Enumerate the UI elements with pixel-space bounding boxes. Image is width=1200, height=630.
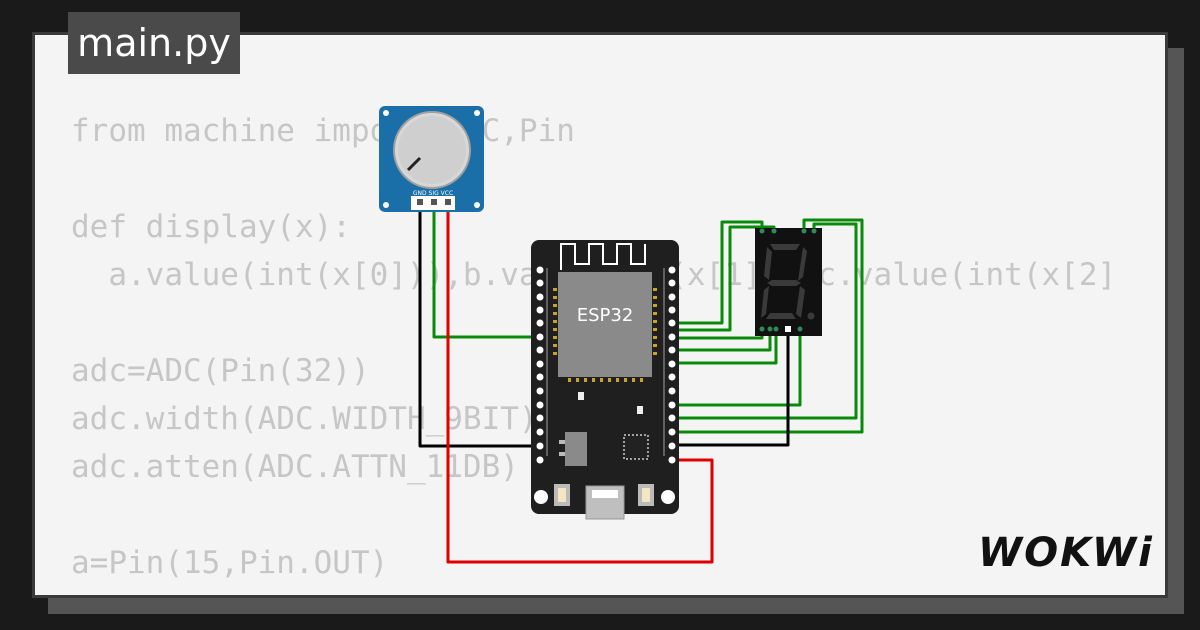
code-line: adc.width(ADC.WIDTH_9BIT) bbox=[71, 401, 538, 437]
potentiometer-pin-labels: GND SIG VCC bbox=[413, 190, 453, 197]
wire-seg-dp[interactable] bbox=[672, 330, 802, 407]
code-line: a=Pin(15,Pin.OUT) bbox=[71, 545, 389, 581]
seven-segment-digit bbox=[761, 244, 815, 320]
esp32-left-pins bbox=[536, 266, 544, 464]
boot-button[interactable] bbox=[638, 484, 654, 506]
usb-serial-chip bbox=[623, 434, 649, 460]
antenna-trace bbox=[560, 243, 646, 270]
wire-seg-d[interactable] bbox=[672, 330, 772, 352]
wire-seg-com[interactable] bbox=[672, 330, 790, 447]
wokwi-logo: WOKWi bbox=[978, 530, 1154, 576]
en-button[interactable] bbox=[554, 484, 570, 506]
wire-seg-e[interactable] bbox=[672, 330, 778, 365]
code-line: adc.atten(ADC.ATTN_11DB) bbox=[71, 449, 519, 485]
potentiometer-knob-indicator bbox=[406, 156, 422, 172]
file-tab[interactable]: main.py bbox=[68, 12, 240, 74]
wire-seg-f[interactable] bbox=[672, 222, 858, 420]
potentiometer[interactable]: GND SIG VCC bbox=[379, 106, 484, 212]
code-line: b=Pin(2,Pin.OUT) bbox=[71, 587, 1116, 595]
esp32-chip-label: ESP32 bbox=[577, 305, 634, 326]
wire-pot-vcc[interactable] bbox=[446, 202, 714, 564]
wire-seg-a[interactable] bbox=[672, 220, 764, 325]
code-line: def display(x): bbox=[71, 209, 351, 245]
code-line: adc=ADC(Pin(32)) bbox=[71, 353, 370, 389]
wires bbox=[418, 202, 864, 564]
wire-seg-g[interactable] bbox=[672, 218, 864, 434]
wire-pot-gnd[interactable] bbox=[418, 202, 540, 448]
voltage-regulator bbox=[565, 432, 587, 466]
seven-segment-display[interactable] bbox=[755, 228, 822, 336]
svg-text:WOKWi: WOKWi bbox=[978, 530, 1154, 576]
esp32-right-pins bbox=[668, 266, 676, 464]
esp32-board[interactable]: ESP32 bbox=[531, 240, 679, 520]
wire-pot-sig[interactable] bbox=[432, 202, 540, 339]
